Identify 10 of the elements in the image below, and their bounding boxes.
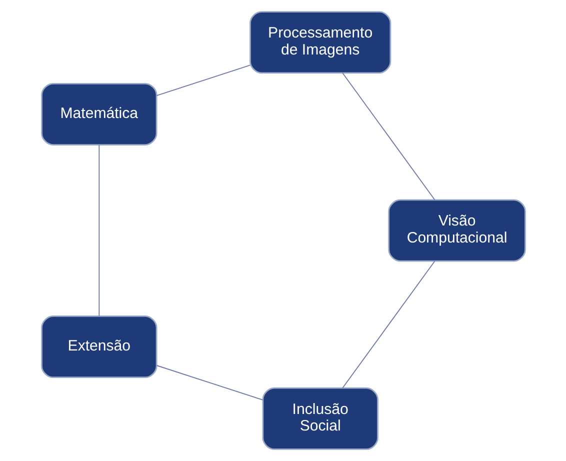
node-box: Processamento de Imagens bbox=[249, 11, 391, 74]
connector bbox=[98, 144, 100, 317]
connector bbox=[342, 72, 435, 200]
node-box: Matemática bbox=[40, 82, 157, 146]
node-box: Extensão bbox=[40, 316, 157, 378]
connector bbox=[156, 365, 263, 400]
connector bbox=[156, 64, 250, 96]
connector bbox=[342, 260, 435, 388]
node-box: Inclusão Social bbox=[262, 387, 378, 450]
node-box: Visão Computacional bbox=[388, 199, 526, 262]
